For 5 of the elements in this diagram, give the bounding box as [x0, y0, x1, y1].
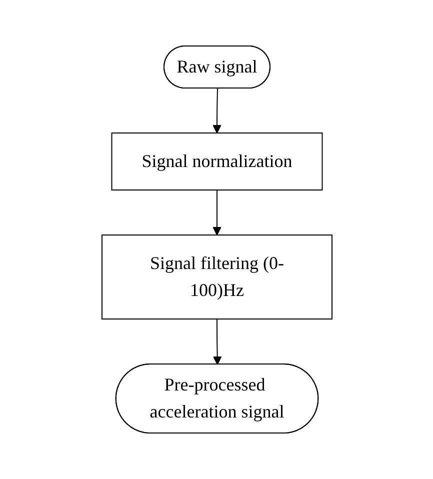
node-box: Signal filtering (0-100)Hz [101, 234, 332, 320]
arrow [212, 190, 221, 236]
arrow [212, 88, 221, 134]
node-box: Signal normalization [110, 132, 322, 190]
arrow [212, 318, 222, 365]
